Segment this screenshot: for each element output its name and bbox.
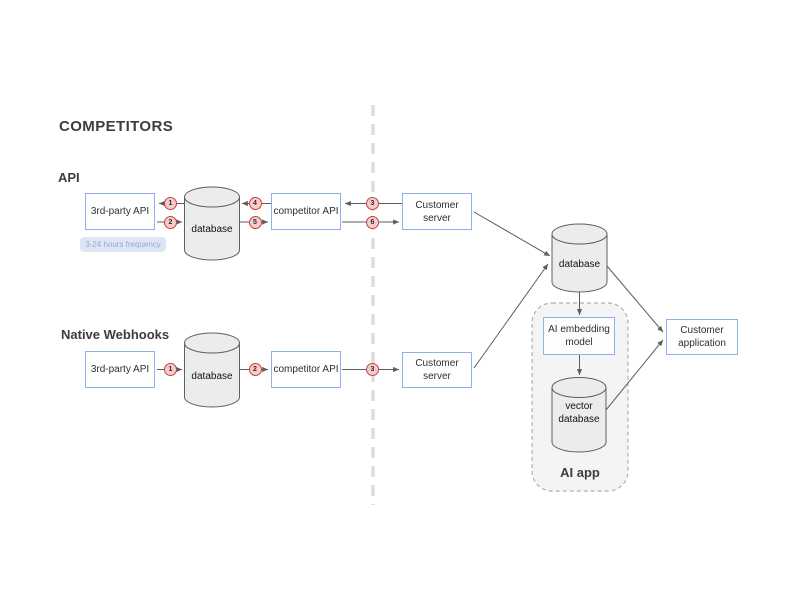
step-badge-2: 2 — [164, 215, 177, 229]
competitor-api-box: competitor API — [271, 193, 341, 230]
customer-server-box: Customer server — [402, 193, 472, 230]
database-cylinder-customer-top — [551, 223, 608, 245]
step-badge-4: 4 — [248, 197, 262, 210]
arrow-vectordb-to-application — [605, 339, 664, 411]
database-cylinders — [184, 186, 608, 453]
database-cylinder-webhooks-top — [184, 332, 240, 354]
step-badge-6: 6 — [366, 215, 379, 229]
ai-embedding-model-box: AI embedding model — [543, 317, 615, 355]
database-label-webhooks: database — [191, 371, 233, 382]
third-party-api-box-webhooks: 3rd-party API — [85, 351, 155, 388]
ai-section-arrows — [473, 211, 664, 411]
arrow-server1-to-ai-database — [473, 211, 551, 257]
arrow-server2-to-ai-database — [473, 263, 549, 369]
database-label-api: database — [191, 224, 233, 235]
vector-database-cylinder-top — [551, 377, 607, 398]
step-badge-wh-3: 3 — [366, 363, 379, 376]
third-party-api-box: 3rd-party API — [85, 193, 155, 230]
page-title: COMPETITORS — [59, 118, 174, 135]
competitor-api-box-webhooks: competitor API — [271, 351, 341, 388]
ai-app-label: AI app — [560, 465, 600, 480]
step-badge-wh-1: 1 — [164, 363, 177, 376]
database-label-customer: database — [558, 259, 601, 270]
step-badge-5: 5 — [248, 215, 262, 229]
database-cylinder-api-top — [184, 186, 240, 208]
step-badge-1: 1 — [164, 197, 177, 210]
customer-application-box: Customer application — [666, 319, 738, 355]
step-badge-3: 3 — [366, 197, 379, 210]
api-section-heading: API — [58, 170, 80, 185]
arrow-database-to-application — [606, 265, 664, 333]
frequency-note-pill: 3-24 hours frequency — [80, 237, 166, 252]
vector-database-label: vector database — [558, 401, 600, 425]
customer-server-box-webhooks: Customer server — [402, 352, 472, 388]
webhooks-section-heading: Native Webhooks — [61, 327, 170, 342]
step-badge-wh-2: 2 — [248, 363, 262, 376]
